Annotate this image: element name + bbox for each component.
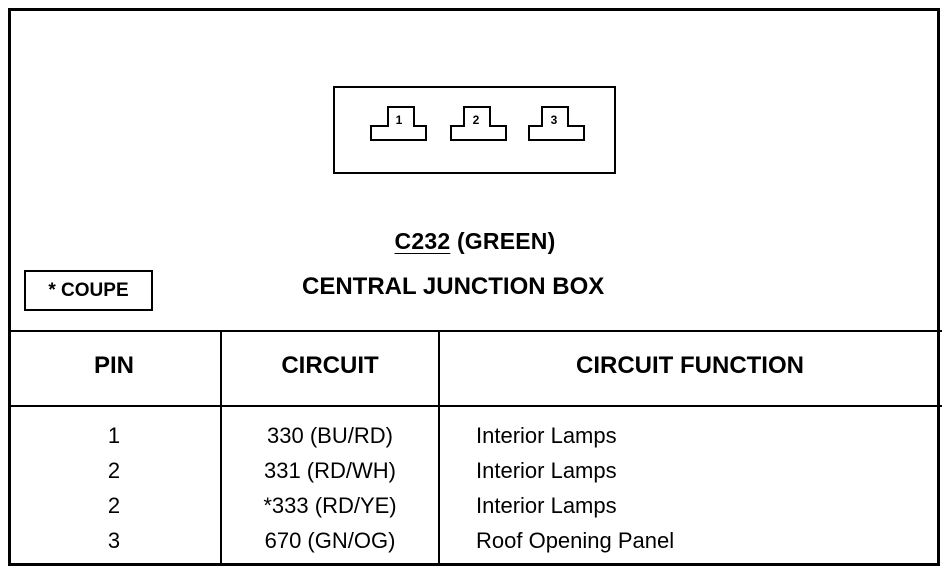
pin-cell: 3	[107, 528, 121, 553]
header-divider	[8, 405, 942, 407]
coupe-note: * COUPE	[24, 270, 153, 311]
pin-header: PIN	[93, 352, 134, 379]
circuit-cell: 331 (RD/WH)	[263, 458, 396, 483]
pin-1-number: 1	[396, 113, 403, 127]
table-row: 3 670 (GN/OG) Roof Opening Panel	[0, 528, 950, 563]
table-row: 2 *333 (RD/YE) Interior Lamps	[0, 493, 950, 528]
pin-cell: 1	[107, 423, 121, 448]
function-header: CIRCUIT FUNCTION	[576, 352, 804, 379]
function-cell: Interior Lamps	[476, 493, 617, 518]
pin-cell: 2	[107, 493, 121, 518]
circuit-cell: 330 (BU/RD)	[267, 423, 393, 448]
connector-face: 1 2 3	[333, 86, 616, 174]
table-row: 2 331 (RD/WH) Interior Lamps	[0, 458, 950, 493]
pin-2-cavity	[450, 106, 507, 141]
connector-location: CENTRAL JUNCTION BOX	[302, 273, 605, 300]
diagram-frame	[8, 8, 940, 566]
pin-2-number: 2	[473, 113, 480, 127]
table-row: 1 330 (BU/RD) Interior Lamps	[0, 423, 950, 458]
connector-color: (GREEN)	[456, 228, 556, 254]
connector-id: C232	[394, 228, 451, 254]
function-cell: Interior Lamps	[476, 458, 617, 483]
pin-3-number: 3	[551, 113, 558, 127]
pin-cell: 2	[107, 458, 121, 483]
connector-pins-drawing: 1 2 3	[370, 106, 585, 141]
column-divider-2	[438, 332, 440, 564]
column-divider-1	[220, 332, 222, 564]
circuit-cell: 670 (GN/OG)	[264, 528, 396, 553]
connector-title: C232 (GREEN)	[0, 228, 950, 255]
pin-3-cavity	[528, 106, 585, 141]
function-cell: Roof Opening Panel	[476, 528, 675, 553]
circuit-header: CIRCUIT	[281, 352, 379, 379]
table-top-divider	[8, 330, 942, 332]
function-cell: Interior Lamps	[476, 423, 617, 448]
circuit-cell: *333 (RD/YE)	[263, 493, 397, 518]
pin-1-cavity	[370, 106, 427, 141]
